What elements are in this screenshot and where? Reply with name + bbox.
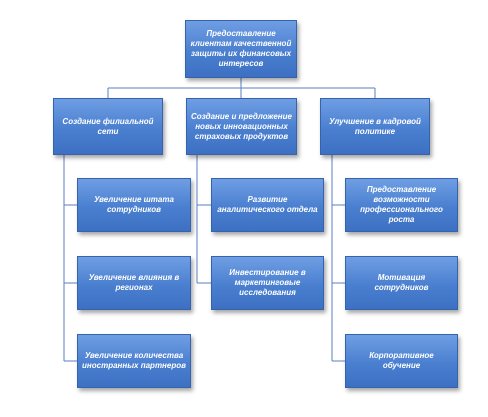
leaf-node-analytics-department: Развитие аналитического отдела	[211, 178, 324, 232]
leaf-node-staff-increase: Увеличение штата сотрудников	[77, 178, 191, 232]
leaf-node-label: Увеличение влияния в регионах	[88, 273, 180, 292]
branch-node-label: Улучшение в кадровой политике	[329, 116, 421, 136]
leaf-node-staff-motivation: Мотивация сотрудников	[345, 256, 458, 310]
leaf-node-marketing-research: Инвестирование в маркетинговые исследова…	[211, 256, 324, 310]
leaf-node-label: Инвестирование в маркетинговые исследова…	[229, 268, 306, 297]
leaf-node-foreign-partners: Увеличение количества иностранных партне…	[77, 334, 191, 388]
root-node-label: Предоставление клиентам качественной защ…	[190, 29, 292, 68]
leaf-node-regional-influence: Увеличение влияния в регионах	[77, 256, 191, 310]
leaf-node-label: Предоставление возможности профессиональ…	[360, 185, 443, 224]
branch-node-hr-policy: Улучшение в кадровой политике	[320, 98, 430, 155]
branch-node-label: Создание филиальной сети	[62, 116, 154, 136]
leaf-node-label: Увеличение количества иностранных партне…	[82, 351, 186, 370]
leaf-node-label: Мотивация сотрудников	[374, 273, 429, 292]
leaf-node-label: Корпоративное обучение	[369, 351, 434, 370]
branch-node-new-products: Создание и предложение новых инновационн…	[186, 98, 297, 155]
branch-node-label: Создание и предложение новых инновационн…	[191, 111, 292, 141]
leaf-node-label: Развитие аналитического отдела	[217, 195, 318, 214]
leaf-node-label: Увеличение штата сотрудников	[94, 195, 174, 214]
branch-node-branch-network: Создание филиальной сети	[53, 98, 163, 155]
leaf-node-corporate-training: Корпоративное обучение	[345, 334, 458, 388]
root-node: Предоставление клиентам качественной защ…	[185, 20, 297, 78]
leaf-node-professional-growth: Предоставление возможности профессиональ…	[345, 178, 458, 232]
